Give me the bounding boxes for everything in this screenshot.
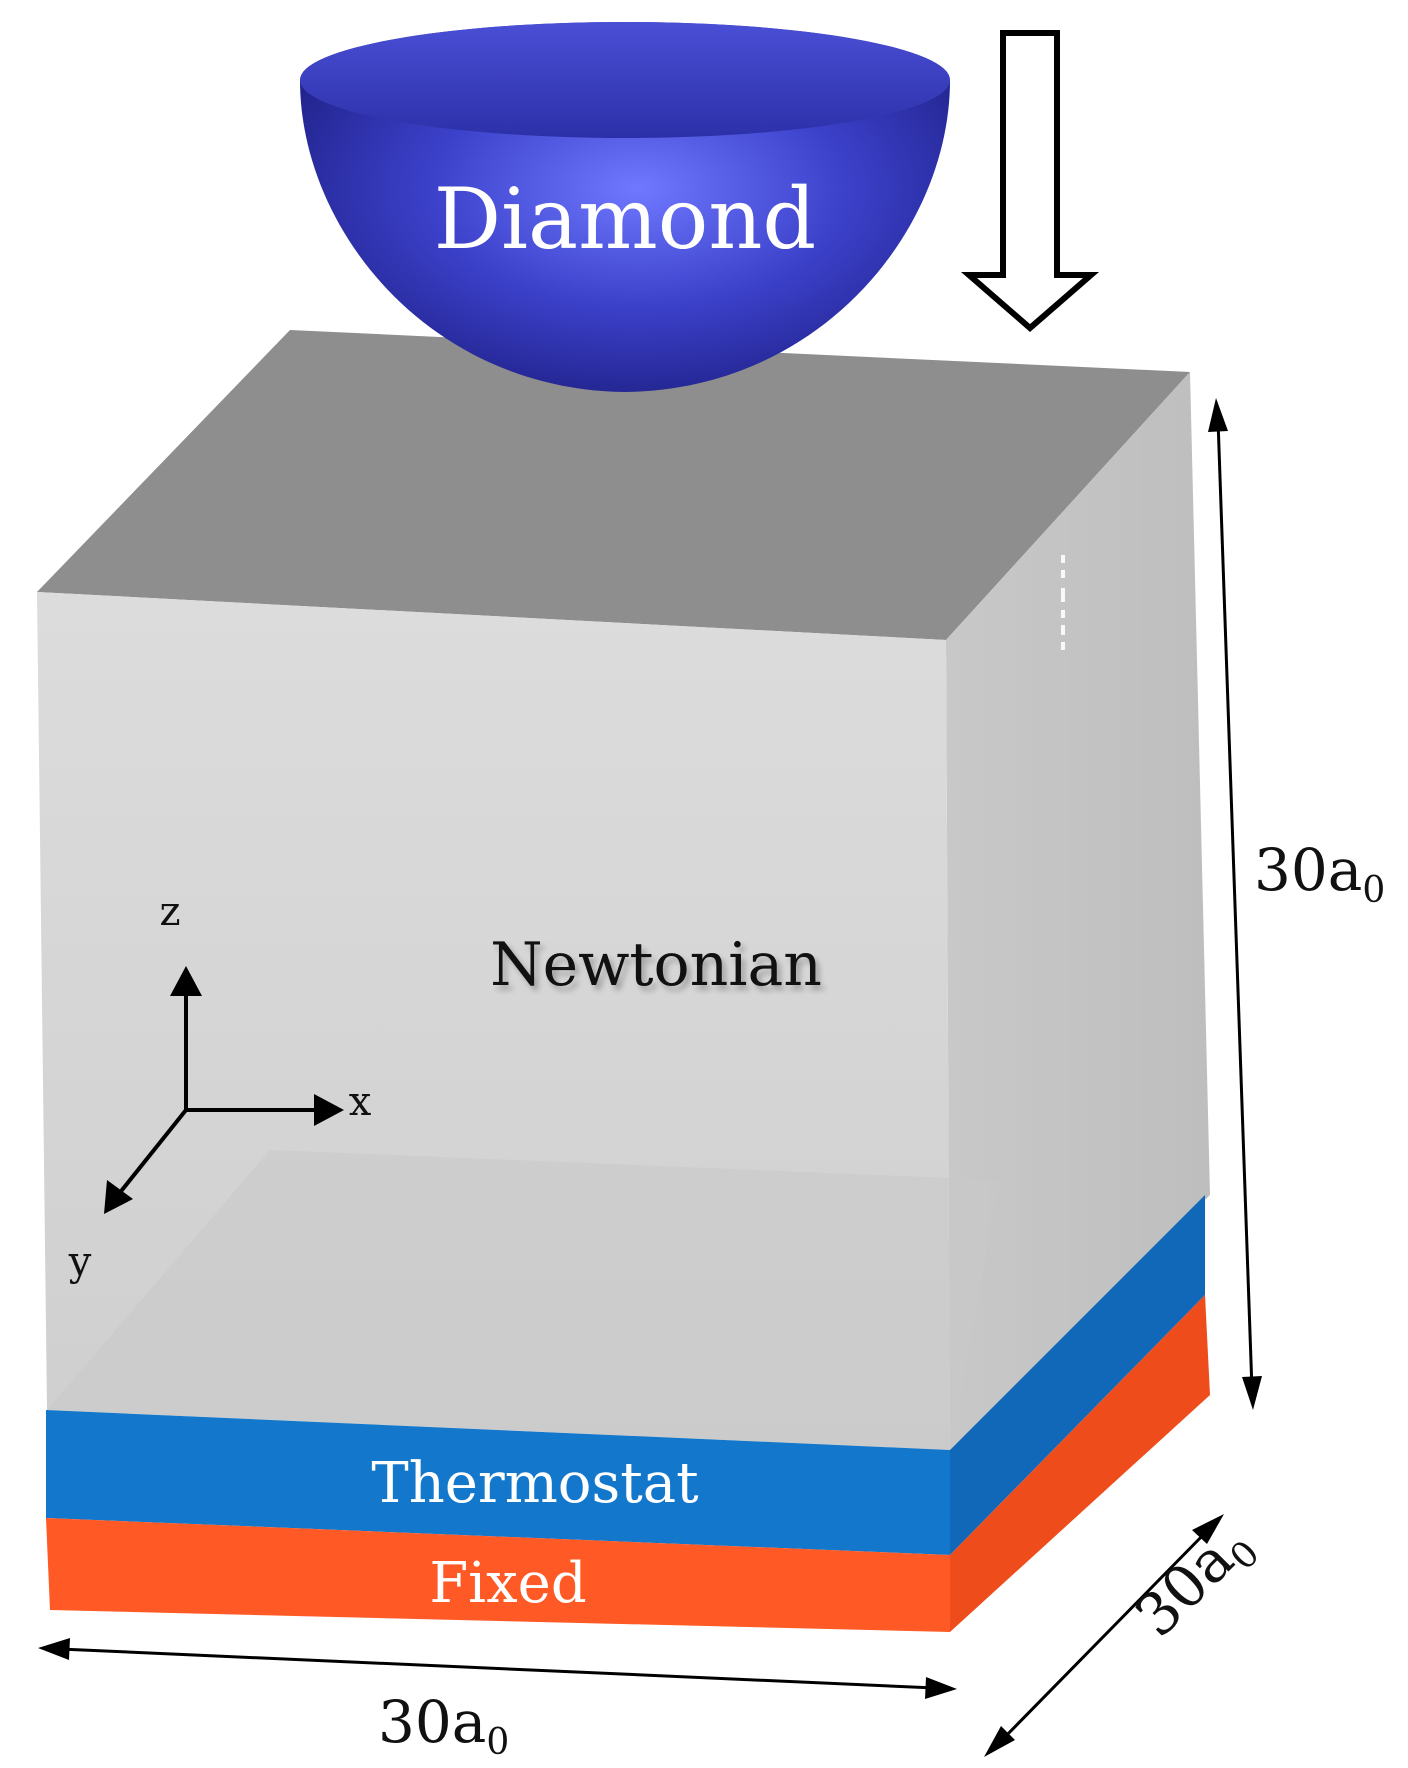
indent-direction-arrow: [960, 30, 1100, 332]
z-axis-label: z: [159, 889, 180, 935]
width-dimension-line: [59, 1647, 936, 1690]
height-dimension-line: [1216, 419, 1254, 1391]
depth-dimension-label: 30a0: [1122, 1509, 1268, 1655]
z-arrow-head: [170, 966, 202, 996]
diamond-top-rim: [300, 22, 950, 138]
x-axis-label: x: [349, 1079, 372, 1125]
y-arrow-head: [104, 1180, 133, 1214]
newtonian-label-shadow: Newtonian: [494, 935, 826, 1005]
depth-arrow-top: [1192, 1514, 1224, 1544]
thermostat-front-face: [46, 1410, 950, 1555]
thermostat-layer: [46, 1195, 1205, 1555]
thermostat-label: Thermostat: [371, 1451, 699, 1516]
dimension-arrows: [38, 398, 1262, 1757]
fixed-layer: [46, 1295, 1210, 1632]
depth-arrow-bottom: [984, 1726, 1015, 1757]
y-axis-label: y: [68, 1239, 92, 1285]
depth-dimension-line: [998, 1528, 1210, 1744]
newtonian-top-face: [37, 330, 1190, 640]
side-marking: [1061, 555, 1065, 650]
x-arrow-head: [314, 1094, 344, 1126]
width-dimension-label: 30a0: [378, 1688, 509, 1763]
text-labels: Diamond Newtonian Newtonian Thermostat F…: [68, 170, 1386, 1763]
height-dimension-label: 30a0: [1254, 836, 1385, 911]
fixed-front-face: [46, 1518, 950, 1632]
height-arrow-top: [1208, 398, 1228, 432]
axis-triad: [104, 966, 344, 1214]
inner-plane-shade: [47, 1150, 1000, 1450]
thermostat-side-face: [950, 1195, 1205, 1555]
newtonian-label: Newtonian: [490, 930, 822, 1000]
fixed-side-face: [950, 1295, 1210, 1632]
newtonian-side-face: [946, 372, 1210, 1450]
diamond-indenter: [300, 22, 950, 392]
width-arrow-right: [925, 1677, 957, 1699]
diamond-label: Diamond: [434, 170, 816, 268]
height-arrow-bottom: [1242, 1376, 1262, 1410]
fixed-label: Fixed: [429, 1551, 586, 1616]
newtonian-block: [37, 330, 1210, 1450]
width-arrow-left: [38, 1638, 70, 1660]
y-axis-line: [116, 1108, 188, 1197]
